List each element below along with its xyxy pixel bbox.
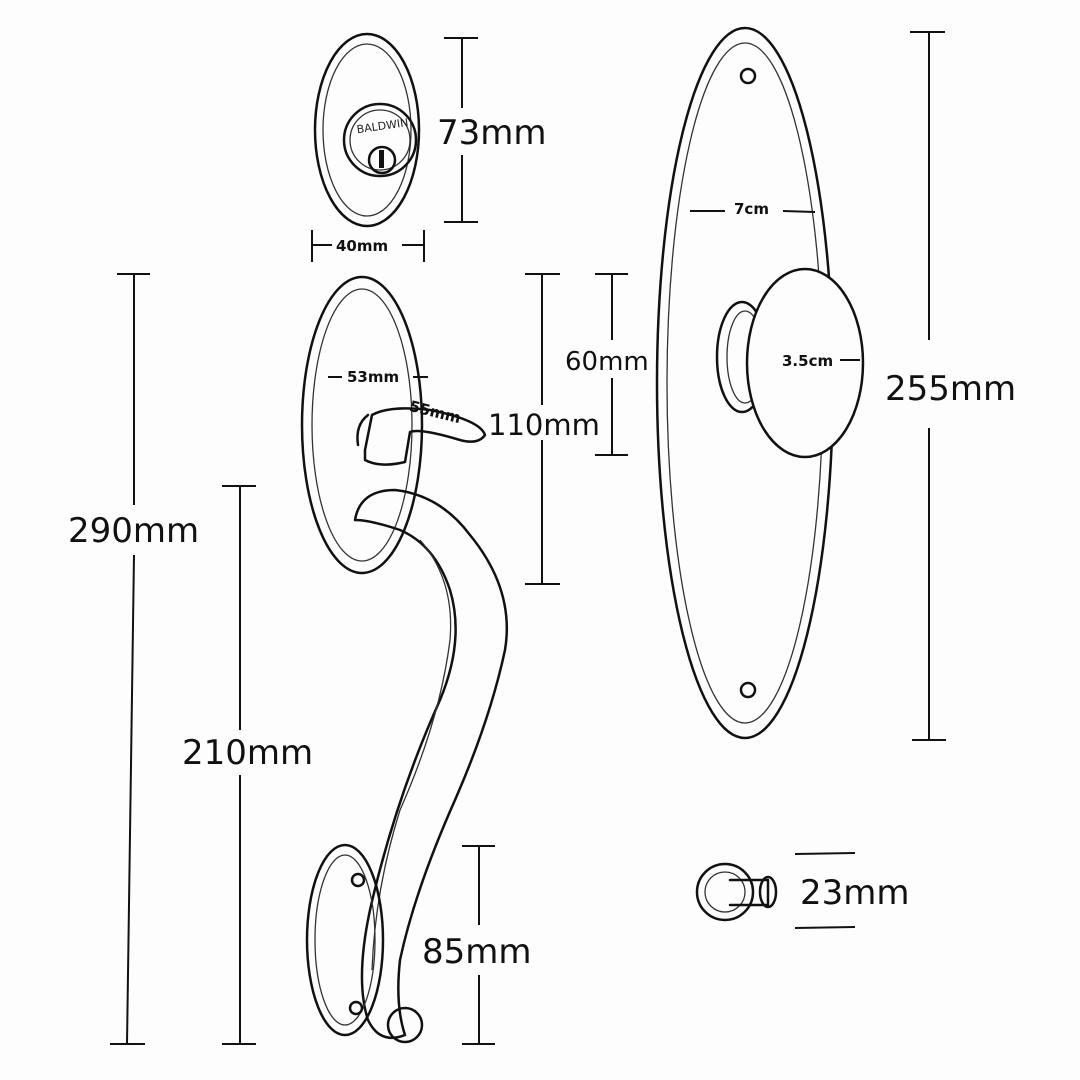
knob-plate-width-label: 7cm	[734, 200, 769, 218]
handleset-top-plate	[300, 275, 487, 575]
door-stop	[695, 862, 778, 922]
stop-length-label: 23mm	[800, 873, 910, 913]
deadbolt-rose: BALDWIN	[313, 32, 421, 228]
dimension-lines	[110, 31, 946, 1045]
upper-plate-height-label: 110mm	[488, 408, 600, 442]
brand-logo: BALDWIN	[356, 116, 409, 136]
deadbolt-height-label: 73mm	[437, 113, 547, 153]
overall-height-label: 290mm	[68, 511, 199, 551]
knob-escutcheon	[655, 26, 865, 740]
handle-height-label: 210mm	[182, 733, 313, 773]
handle-grip	[305, 488, 509, 1044]
plate-width-label: 53mm	[347, 368, 399, 386]
deadbolt-width-label: 40mm	[336, 237, 388, 255]
knob-diameter-label: 3.5cm	[782, 352, 833, 370]
lower-plate-height-label: 85mm	[422, 932, 532, 972]
lever-height-label: 60mm	[565, 347, 649, 377]
lever-length-label: 55mm	[408, 397, 463, 427]
knob-plate-height-label: 255mm	[885, 369, 1016, 409]
